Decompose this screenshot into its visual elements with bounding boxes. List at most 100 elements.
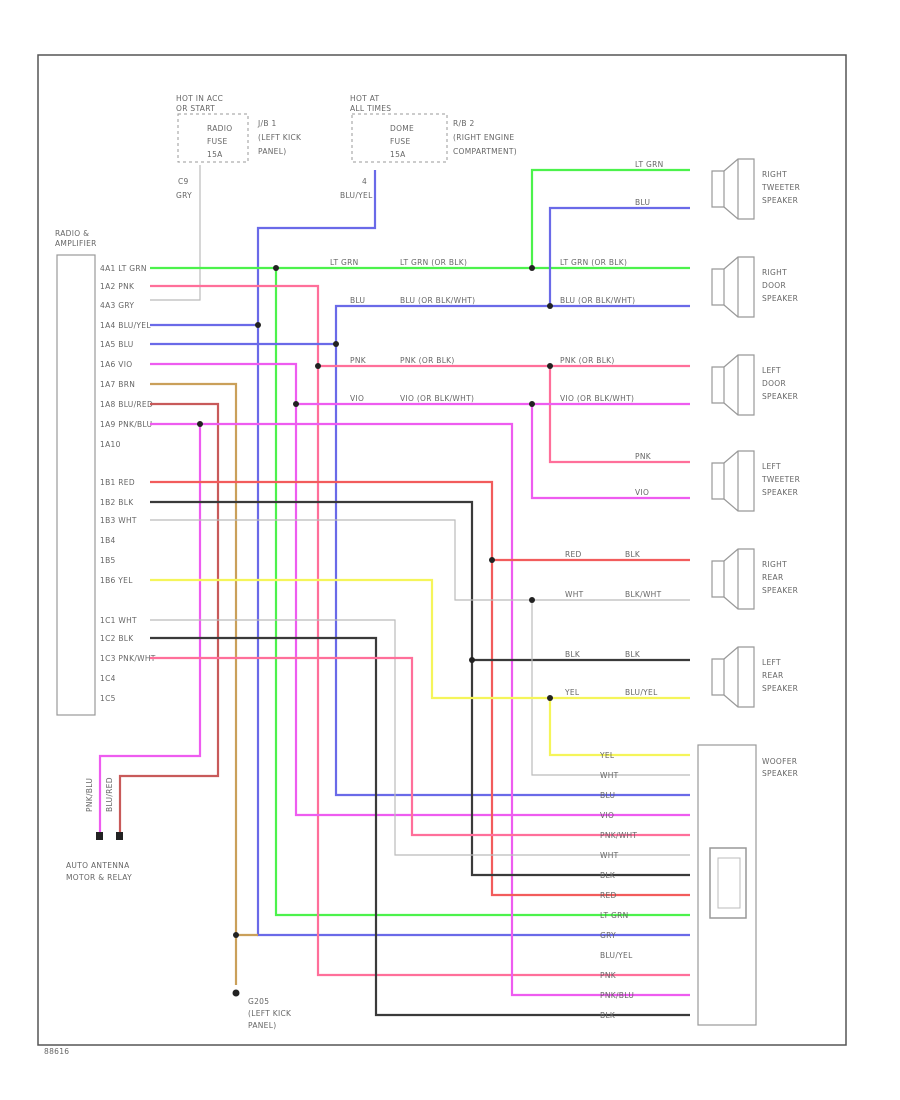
radio-pin-label: 1A9 PNK/BLU [100,420,152,429]
label-ltweeter-w1: PNK [635,452,652,461]
speaker-label-1: LEFT [762,658,781,667]
wire-blu-tweeter [548,206,690,306]
wire-yel-woofer [548,698,690,757]
radio-pin-label: 1B3 WHT [100,516,137,525]
wire-blu-yel [256,170,690,937]
speaker-label-3: SPEAKER [762,392,798,401]
auto-antenna: PNK/BLU BLU/RED AUTO ANTENNA MOTOR & REL… [66,777,132,882]
speaker-label-3: SPEAKER [762,294,798,303]
label-tweeter-w1: LT GRN [635,160,664,169]
radio-pin-label: 1C3 PNK/WHT [100,654,156,663]
label-r4b: VIO (OR BLK/WHT) [400,394,474,403]
fuse1-terminal: C9 [178,177,189,186]
splice-dot [233,932,239,938]
woofer-pin-label: BLK [600,871,616,880]
wire-yel [150,578,690,700]
radio-pin-label: 1C5 [100,694,116,703]
figure-id: 88616 [44,1047,69,1056]
radio-pin-label: 1A5 BLU [100,340,134,349]
fuse1-loc2: (LEFT KICK [258,133,302,142]
label-r8a: YEL [564,688,580,697]
wire-blu-door [150,304,690,346]
wire-pnk-wht [150,656,690,837]
wire-vio [150,362,690,817]
radio-pin-label: 1A4 BLU/YEL [100,321,151,330]
splice-dot [315,363,321,369]
wire-blk-1c2 [150,636,690,1017]
antenna-wire-2: BLU/RED [105,777,114,812]
speaker-label-1: LEFT [762,462,781,471]
fuse1-wire-color: GRY [176,191,192,200]
splice-dot [273,265,279,271]
woofer-pin-label: RED [600,891,617,900]
wire-wht-woofer [531,600,690,776]
radio-pin-label: 1C2 BLK [100,634,134,643]
speaker-label-2: DOOR [762,379,786,388]
woofer-pin-label: PNK/BLU [600,991,634,1000]
label-r1: LT GRN [330,258,359,267]
label-r1c: LT GRN (OR BLK) [560,258,627,267]
label-r3c: PNK (OR BLK) [560,356,615,365]
splice-dot [333,341,339,347]
woofer-pin-label: PNK [600,971,617,980]
label-r5a: RED [565,550,582,559]
speaker-label-2: TWEETER [761,475,800,484]
fuse1-title: HOT IN ACC [176,94,223,103]
wire-blk [150,500,690,877]
wire-vio-ltweeter [530,404,690,500]
wire-gry [150,165,201,301]
label-r5b: BLK [625,550,641,559]
label-r7b: BLK [625,650,641,659]
wire-wht-1c1 [150,619,690,856]
label-r4: VIO [350,394,364,403]
wire-harness [98,165,690,1017]
label-r1b: LT GRN (OR BLK) [400,258,467,267]
radio-title: RADIO & [55,229,89,238]
woofer-pin-label: LT GRN [600,911,629,920]
fuse1-name: RADIO [207,124,232,133]
antenna-label: AUTO ANTENNA [66,861,130,870]
radio-pin-label: 1A6 VIO [100,360,132,369]
speaker-label-2: REAR [762,573,784,582]
speaker-label-3: SPEAKER [762,586,798,595]
radio-pin-label: 4A3 GRY [100,301,134,310]
woofer-pin-label: WHT [600,771,619,780]
splice-dot [469,657,475,663]
wire-labels: LT GRN LT GRN (OR BLK) LT GRN (OR BLK) B… [330,160,664,697]
wire-brn [150,382,238,985]
splice-dot [547,695,553,701]
speaker-label-3: SPEAKER [762,684,798,693]
speaker-label-3: SPEAKER [762,488,798,497]
woofer-pin-label: GRY [600,931,616,940]
radio-pin-label: 1C1 WHT [100,616,137,625]
speaker-label-3: SPEAKER [762,196,798,205]
fuse1-title2: OR START [176,104,215,113]
wire-blu-woofer [334,344,690,797]
label-r8b: BLU/YEL [625,688,658,697]
label-tweeter-w2: BLU [635,198,650,207]
fuse2-loc: R/B 2 [453,119,475,128]
splice-dot [529,401,535,407]
radio-pin-label: 1A7 BRN [100,380,135,389]
label-r2: BLU [350,296,365,305]
fuse1-loc3: PANEL) [258,147,286,156]
diagram-frame [37,54,847,1046]
splice-points [197,265,553,997]
ground-label: G205 [248,997,269,1006]
wire-lt-grn-tweeter [530,168,690,268]
fuse2-title2: ALL TIMES [350,104,391,113]
ground-dot [232,989,240,997]
label-r3b: PNK (OR BLK) [400,356,455,365]
radio-pin-label: 1C4 [100,674,116,683]
woofer-pin-label: VIO [600,811,614,820]
woofer-pin-label: YEL [599,751,615,760]
splice-dot [547,363,553,369]
splice-dot [547,303,553,309]
wire-pnk-blu [200,422,690,997]
fuse-block-1: HOT IN ACC OR START RADIO FUSE 15A J/B 1… [176,94,302,200]
antenna-label2: MOTOR & RELAY [66,873,132,882]
